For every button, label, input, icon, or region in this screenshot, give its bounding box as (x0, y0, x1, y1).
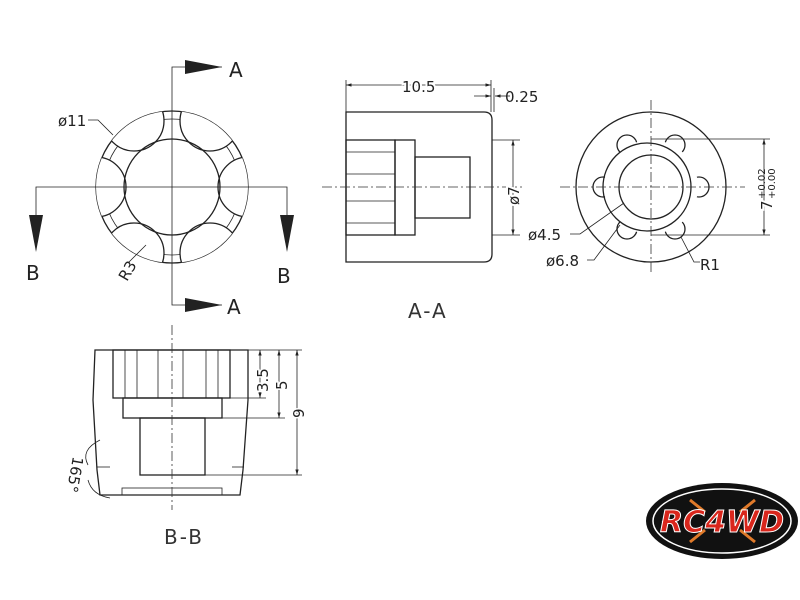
front-view: A A B B ø11 R3 (26, 58, 294, 319)
section-a-a-title: A-A (408, 299, 448, 323)
rc4wd-logo: ★ ★ RC4WD (646, 483, 798, 559)
depth-3-5-label: 3.5 (254, 368, 272, 392)
section-b-b: 3.5 5 9 165° B-B (63, 325, 310, 549)
svg-text:7: 7 (758, 200, 776, 210)
svg-text:+0.02: +0.02 (757, 168, 768, 199)
scallop-radius-label: R3 (115, 258, 141, 284)
hex-size-dimension: 7 +0.02 +0.00 (756, 168, 778, 212)
depth-5-label: 5 (273, 380, 291, 390)
depth-9-label: 9 (290, 408, 308, 418)
angle-label: 165° (63, 455, 87, 494)
svg-text:+0.00: +0.00 (767, 168, 778, 199)
outer-diameter-label: ø11 (58, 112, 86, 130)
section-label-a-top: A (229, 58, 243, 82)
lobe-radius-label: R1 (700, 256, 720, 274)
star-icon-right: ★ (775, 518, 783, 528)
section-label-b-left: B (26, 261, 40, 285)
length-label: 10.5 (402, 78, 435, 96)
section-b-b-title: B-B (164, 525, 204, 549)
end-view: 7 +0.02 +0.00 ø4.5 ø6.8 R1 (528, 100, 778, 275)
chamfer-label: 0.25 (505, 88, 538, 106)
logo-text: RC4WD (660, 505, 784, 540)
section-label-b-right: B (277, 264, 291, 288)
star-icon-left: ★ (661, 518, 669, 528)
inner-diameter-label: ø4.5 (528, 226, 561, 244)
bore-diameter-label: ø7 (505, 186, 523, 205)
section-label-a-bottom: A (227, 295, 241, 319)
lobe-diameter-label: ø6.8 (546, 252, 579, 270)
section-a-a: 10.5 0.25 ø7 A-A (322, 76, 538, 323)
